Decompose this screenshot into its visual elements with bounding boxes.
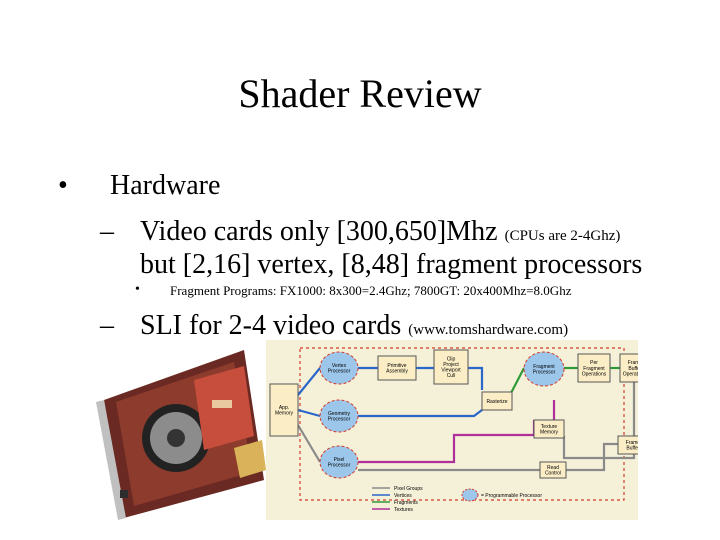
fragment-processor-node-label: Processor bbox=[533, 370, 556, 376]
link-frame-readcontrol bbox=[540, 442, 618, 472]
clip-project-box-label: Viewport bbox=[441, 368, 461, 374]
bullet-hardware: Hardware bbox=[110, 170, 221, 201]
sub-bullet-marker: • bbox=[135, 282, 140, 297]
pixel-processor-node-label: Processor bbox=[328, 463, 351, 469]
rasterize-box-label: Rasterize bbox=[486, 399, 507, 405]
vertex-processor-node-label: Vertex bbox=[332, 363, 347, 369]
sli-note: (www.tomshardware.com) bbox=[408, 322, 569, 338]
per-fragment-ops-box-label: Fragment bbox=[583, 366, 605, 372]
vertex-processor-node-label: Processor bbox=[328, 369, 351, 375]
rasterize-box: Rasterize bbox=[481, 391, 513, 411]
frame-buffer-ops-box-label: Buffer bbox=[628, 366, 638, 372]
primitive-assembly-box-label: Primitive bbox=[387, 363, 406, 369]
read-control-box-label: Read bbox=[547, 465, 559, 471]
sli-main: SLI for 2-4 video cards bbox=[140, 310, 402, 341]
fragment-processor-node-label: Fragment bbox=[533, 364, 555, 370]
dash-marker: – bbox=[100, 310, 114, 341]
app-memory-box: App.Memory bbox=[269, 383, 299, 437]
video-cards-note: (CPUs are 2-4Ghz) bbox=[504, 228, 621, 244]
dash-marker: – bbox=[100, 216, 114, 247]
bullet-video-cards: Video cards only [300,650]Mhz (CPUs are … bbox=[140, 216, 620, 248]
graphics-card-photo bbox=[96, 350, 266, 520]
link-memory-pixel bbox=[297, 424, 321, 463]
app-memory-box-label: App. bbox=[279, 405, 289, 411]
clip-project-box-label: Cull bbox=[447, 373, 456, 379]
pipeline-links bbox=[297, 366, 636, 472]
geometry-processor-node-label: Geometry bbox=[328, 411, 350, 417]
link-geometry-rasterize bbox=[358, 409, 483, 418]
link-clip-rasterize bbox=[468, 366, 484, 390]
per-fragment-ops-box-label: Per bbox=[590, 360, 598, 366]
geometry-processor-node-label: Processor bbox=[328, 417, 351, 423]
read-control-box-label: Control bbox=[545, 471, 561, 477]
frame-buffer-ops-box: FrameBufferOperations bbox=[619, 353, 651, 383]
legend-label: Textures bbox=[394, 507, 413, 513]
link-rasterize-fragment bbox=[509, 367, 525, 396]
bullet-marker: • bbox=[58, 170, 68, 201]
frame-buffer-box-label: Buffer bbox=[626, 446, 638, 452]
texture-memory-box-label: Memory bbox=[540, 430, 559, 436]
video-cards-main: Video cards only [300,650]Mhz bbox=[140, 216, 498, 247]
legend-label: Fragments bbox=[394, 500, 418, 506]
link-memory-geometry bbox=[297, 408, 321, 418]
programmable-legend-icon bbox=[461, 488, 479, 502]
texture-memory-box-label: Texture bbox=[541, 424, 558, 430]
frame-buffer-box-label: Frame bbox=[626, 440, 638, 446]
frame-buffer-ops-box-label: Frame bbox=[628, 360, 638, 366]
link-memory-vertex bbox=[297, 367, 321, 396]
slide-title: Shader Review bbox=[238, 71, 482, 116]
legend-label: Pixel Groups bbox=[394, 486, 423, 492]
clip-project-box-label: Clip bbox=[447, 356, 456, 362]
per-fragment-ops-box-label: Operations bbox=[582, 371, 607, 377]
programmable-legend-label: = Programmable Processor bbox=[481, 493, 542, 499]
legend-label: Vertices bbox=[394, 493, 412, 499]
frame-buffer-box: FrameBuffer bbox=[617, 435, 649, 455]
clip-project-box-label: Project bbox=[443, 362, 459, 368]
pixel-processor-node-label: Pixel bbox=[334, 457, 345, 463]
bullet-fragment-programs: Fragment Programs: FX1000: 8x300=2.4Ghz;… bbox=[170, 283, 572, 298]
frame-buffer-ops-box-label: Operations bbox=[623, 371, 638, 377]
pipeline-boxes: App.MemoryVertexProcessorPrimitiveAssemb… bbox=[269, 349, 651, 479]
bullet-sli: SLI for 2-4 video cards (www.tomshardwar… bbox=[140, 310, 568, 342]
bullet-video-cards-line2: but [2,16] vertex, [8,48] fragment proce… bbox=[140, 249, 643, 280]
primitive-assembly-box-label: Assembly bbox=[386, 369, 408, 375]
link-frame-texture bbox=[562, 436, 636, 460]
diagram-legend: Pixel Groups Vertices Fragments Textures… bbox=[372, 486, 542, 513]
app-memory-box-label: Memory bbox=[275, 411, 294, 417]
programmable-region-border bbox=[299, 347, 625, 501]
